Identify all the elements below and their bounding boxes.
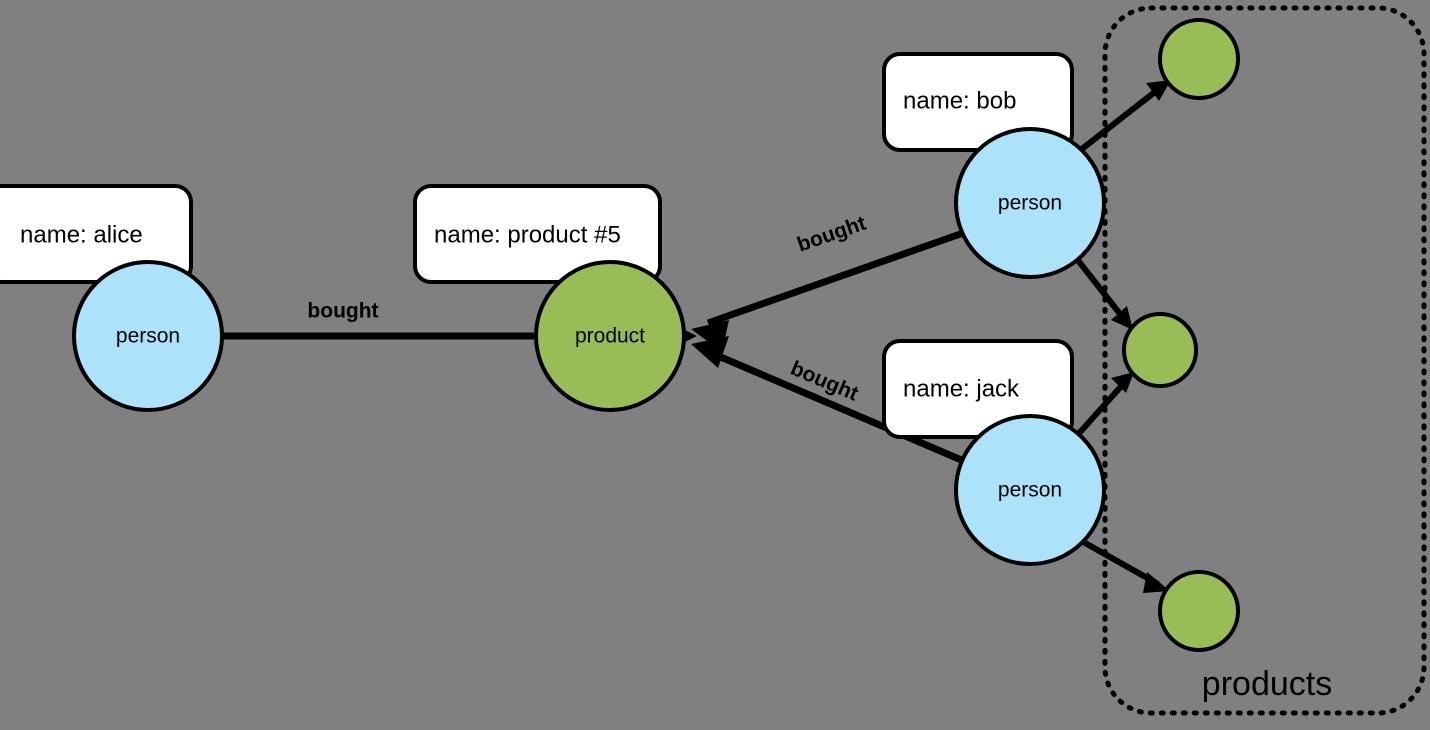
- property-box-alice-rect: [0, 184, 193, 284]
- node-bob[interactable]: person: [954, 127, 1106, 279]
- property-box-alice[interactable]: name: alice: [0, 184, 193, 284]
- node-jack[interactable]: person: [954, 414, 1106, 566]
- node-bob-label: person: [998, 192, 1062, 215]
- node-alice[interactable]: person: [72, 260, 224, 412]
- main-nodes-layer: person product person person: [72, 127, 1106, 566]
- products-group-label: products: [1202, 665, 1332, 703]
- edge-jack-prod-bottom[interactable]: [1076, 536, 1170, 593]
- product-node-bottom[interactable]: [1158, 570, 1240, 652]
- product-node-top[interactable]: [1158, 18, 1240, 100]
- node-alice-circle: [72, 260, 224, 412]
- property-box-product5-text: name: product #5: [434, 221, 621, 248]
- property-box-jack[interactable]: name: jack: [882, 339, 1074, 439]
- edge-line-jack-prodmid: [1070, 379, 1128, 443]
- edge-line-bob-product: [706, 228, 968, 327]
- edge-line-bob-prodtop: [1076, 85, 1162, 155]
- property-boxes-layer: name: alice name: product #5 name: bob n…: [0, 52, 1074, 439]
- node-product5[interactable]: product: [534, 260, 686, 412]
- arrowhead-jack-prodmid: [1111, 372, 1134, 393]
- property-box-alice-text: name: alice: [20, 221, 143, 248]
- property-box-bob-text: name: bob: [903, 87, 1016, 114]
- edge-line-bob-prodmid: [1070, 252, 1127, 321]
- product-node-middle[interactable]: [1122, 312, 1198, 388]
- property-box-product5[interactable]: name: product #5: [413, 184, 662, 284]
- edge-bob-prod-top[interactable]: [1076, 80, 1171, 155]
- arrowhead-bob-prodmid: [1111, 306, 1133, 330]
- node-alice-label: person: [116, 325, 180, 348]
- edge-bob-bought-product5[interactable]: bought: [691, 212, 968, 352]
- products-group-border: [1102, 5, 1427, 716]
- node-jack-label: person: [998, 479, 1062, 502]
- edge-label-alice-bought: bought: [307, 300, 378, 323]
- edge-bob-prod-mid[interactable]: [1070, 252, 1133, 330]
- edge-line-jack-prodbottom: [1076, 536, 1160, 587]
- node-product5-circle: [534, 260, 686, 412]
- property-box-product5-rect: [413, 184, 662, 284]
- arrowhead-bob-prodtop: [1146, 80, 1171, 101]
- property-box-jack-text: name: jack: [903, 375, 1020, 402]
- edge-jack-prod-mid[interactable]: [1070, 372, 1134, 443]
- edge-line-jack-product: [707, 348, 968, 466]
- edge-label-bob-bought: bought: [794, 212, 869, 257]
- products-group: products: [1102, 5, 1427, 716]
- arrowhead-jack-product: [691, 336, 729, 368]
- node-bob-circle: [954, 127, 1106, 279]
- group-product-nodes: [1122, 18, 1240, 652]
- node-jack-circle: [954, 414, 1106, 566]
- arrowhead-jack-prodbottom: [1143, 572, 1170, 593]
- node-product5-label: product: [575, 325, 645, 348]
